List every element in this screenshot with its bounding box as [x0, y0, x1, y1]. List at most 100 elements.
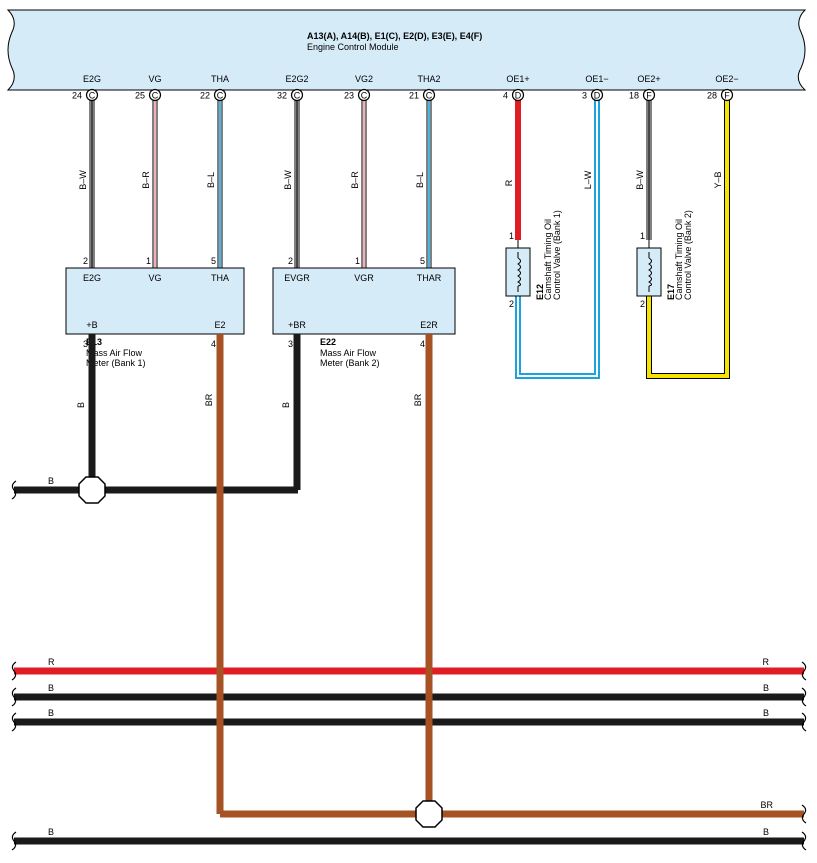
- wire-label-3: B–L: [206, 172, 216, 188]
- bus-labels: B R R B B B B BR B B: [48, 476, 773, 837]
- ecm-pin-num-7: 3: [582, 91, 587, 101]
- ecm-pin-num-3: 32: [277, 91, 287, 101]
- bus-label-r-5: B: [763, 827, 769, 837]
- ecm-pin-marker-1: C 25: [135, 88, 162, 102]
- maf1-name-1: Mass Air Flow: [86, 348, 143, 358]
- bus-cap-l-2: [11, 687, 17, 707]
- wire-label-6: B–L: [415, 172, 425, 188]
- ocv2-id: E17: [666, 284, 676, 300]
- ocv1-component: 1 2 E12 Camshaft Timing Oil Control Valv…: [505, 210, 562, 309]
- ecm-pin-conn-4: C: [361, 91, 368, 101]
- bus-cap-r-1: [801, 661, 807, 681]
- bus-label-l-1: R: [48, 657, 55, 667]
- wire-color-labels: B–W B–R B–L B–W B–R B–L R L–W B–W Y–B: [78, 170, 723, 190]
- maf2-bottom-num-1: 4: [420, 339, 425, 349]
- ecm-pin-conn-8: F: [646, 91, 652, 101]
- ecm-pin-num-8: 18: [629, 91, 639, 101]
- ecm-pin-vg2: VG2: [355, 74, 373, 84]
- ocv2-pin-bottom: 2: [640, 299, 645, 309]
- ocv1-coil-icon: [517, 257, 521, 287]
- ocv2-pin-top: 1: [640, 231, 645, 241]
- maf2-bottom-label-1: E2R: [420, 320, 438, 330]
- wire-label-2: B–R: [141, 171, 151, 189]
- wire-label-7: R: [504, 179, 514, 186]
- bus-label-r-4: BR: [760, 800, 773, 810]
- ecm-pin-conn-0: C: [89, 91, 96, 101]
- maf1-name-2: Meter (Bank 1): [86, 358, 146, 368]
- wire-label-maf2-br: BR: [413, 393, 423, 406]
- ecm-pin-num-5: 21: [409, 91, 419, 101]
- wire-label-maf1-b: B: [76, 402, 86, 408]
- wires-upper: [89, 100, 730, 379]
- ecm-pin-marker-7: D 3: [582, 88, 604, 102]
- ocv2-component: 1 2 E17 Camshaft Timing Oil Control Valv…: [636, 210, 693, 309]
- ecm-pin-num-6: 4: [503, 91, 508, 101]
- ecm-pin-conn-1: C: [152, 91, 159, 101]
- maf1-component: 2 1 5 E2G VG THA +B E2 3 4 E13 Mass Air …: [65, 256, 245, 368]
- maf1-bottom-num-0: 3: [83, 339, 88, 349]
- maf2-bottom-num-0: 3: [288, 339, 293, 349]
- maf2-top-num-2: 5: [420, 256, 425, 266]
- bus-label-l-3: B: [48, 708, 54, 718]
- ocv2-body: [636, 247, 662, 297]
- splices: [78, 476, 443, 828]
- bus-label-l-5: B: [48, 827, 54, 837]
- wire-oe1m-stripe: [517, 100, 598, 377]
- ecm-pin-markers: C 24 C 25 C 22 C 32 C 23 C 21: [72, 88, 734, 102]
- ecm-pin-oe2m: OE2−: [715, 74, 738, 84]
- maf1-bottom-label-0: +B: [86, 320, 97, 330]
- ecm-pin-marker-6: D 4: [503, 88, 525, 102]
- bus-label-r-2: B: [763, 683, 769, 693]
- ecm-pin-marker-3: C 32: [277, 88, 304, 102]
- maf2-top-num-1: 1: [355, 256, 360, 266]
- ecm-pin-tha: THA: [211, 74, 229, 84]
- ecm-pin-num-0: 24: [72, 91, 82, 101]
- ecm-pin-conn-6: D: [515, 91, 522, 101]
- bus-cap-l-0: [11, 480, 17, 500]
- ocv1-name-1: Camshaft Timing Oil: [543, 219, 553, 300]
- wires-lower: B BR B BR: [76, 334, 433, 814]
- bus-cap-r-4: [801, 804, 807, 824]
- ecm-pin-conn-9: F: [724, 91, 730, 101]
- maf1-top-num-2: 5: [211, 256, 216, 266]
- ecm-pin-oe2p: OE2+: [637, 74, 660, 84]
- bus-label-r-3: B: [763, 708, 769, 718]
- bus-cap-r-3: [801, 712, 807, 732]
- maf2-body: [272, 267, 456, 335]
- wire-label-10: Y–B: [713, 171, 723, 188]
- wire-label-maf1-br: BR: [204, 393, 214, 406]
- wire-label-8: L–W: [583, 170, 593, 189]
- ecm-pin-oe1m: OE1−: [585, 74, 608, 84]
- wire-label-1: B–W: [78, 170, 88, 190]
- wire-label-4: B–W: [283, 170, 293, 190]
- bus-label-l-0: B: [48, 476, 54, 486]
- ecm-pin-num-9: 28: [707, 91, 717, 101]
- ecm-pin-marker-5: C 21: [409, 88, 436, 102]
- wire-label-5: B–R: [350, 171, 360, 189]
- maf1-top-label-1: VG: [148, 273, 161, 283]
- wire-label-maf2-b: B: [281, 402, 291, 408]
- ecm-pin-marker-9: F 28: [707, 88, 734, 102]
- ecm-pin-conn-5: C: [426, 91, 433, 101]
- maf1-top-label-0: E2G: [83, 273, 101, 283]
- bus-cap-l-5: [11, 831, 17, 851]
- wire-label-9: B–W: [635, 170, 645, 190]
- bus-label-r-1: R: [763, 657, 770, 667]
- bus-cap-r-5: [801, 831, 807, 851]
- maf1-body: [65, 267, 245, 335]
- maf2-top-label-0: EVGR: [284, 273, 310, 283]
- ecm-connectors: A13(A), A14(B), E1(C), E2(D), E3(E), E4(…: [307, 31, 482, 41]
- bus-cap-l-1: [11, 661, 17, 681]
- bus-end-caps: [11, 480, 807, 851]
- ecm-pin-num-1: 25: [135, 91, 145, 101]
- ocv1-pin-bottom: 2: [509, 299, 514, 309]
- wire-oe2m-core: [647, 100, 729, 378]
- bus-cap-r-2: [801, 687, 807, 707]
- ecm-pin-conn-7: D: [594, 91, 601, 101]
- splice-b-icon: [78, 476, 106, 504]
- ecm-pin-marker-2: C 22: [200, 88, 227, 102]
- ecm-name: Engine Control Module: [307, 42, 399, 52]
- maf1-bottom-num-1: 4: [211, 339, 216, 349]
- ecm-block: A13(A), A14(B), E1(C), E2(D), E3(E), E4(…: [6, 9, 807, 91]
